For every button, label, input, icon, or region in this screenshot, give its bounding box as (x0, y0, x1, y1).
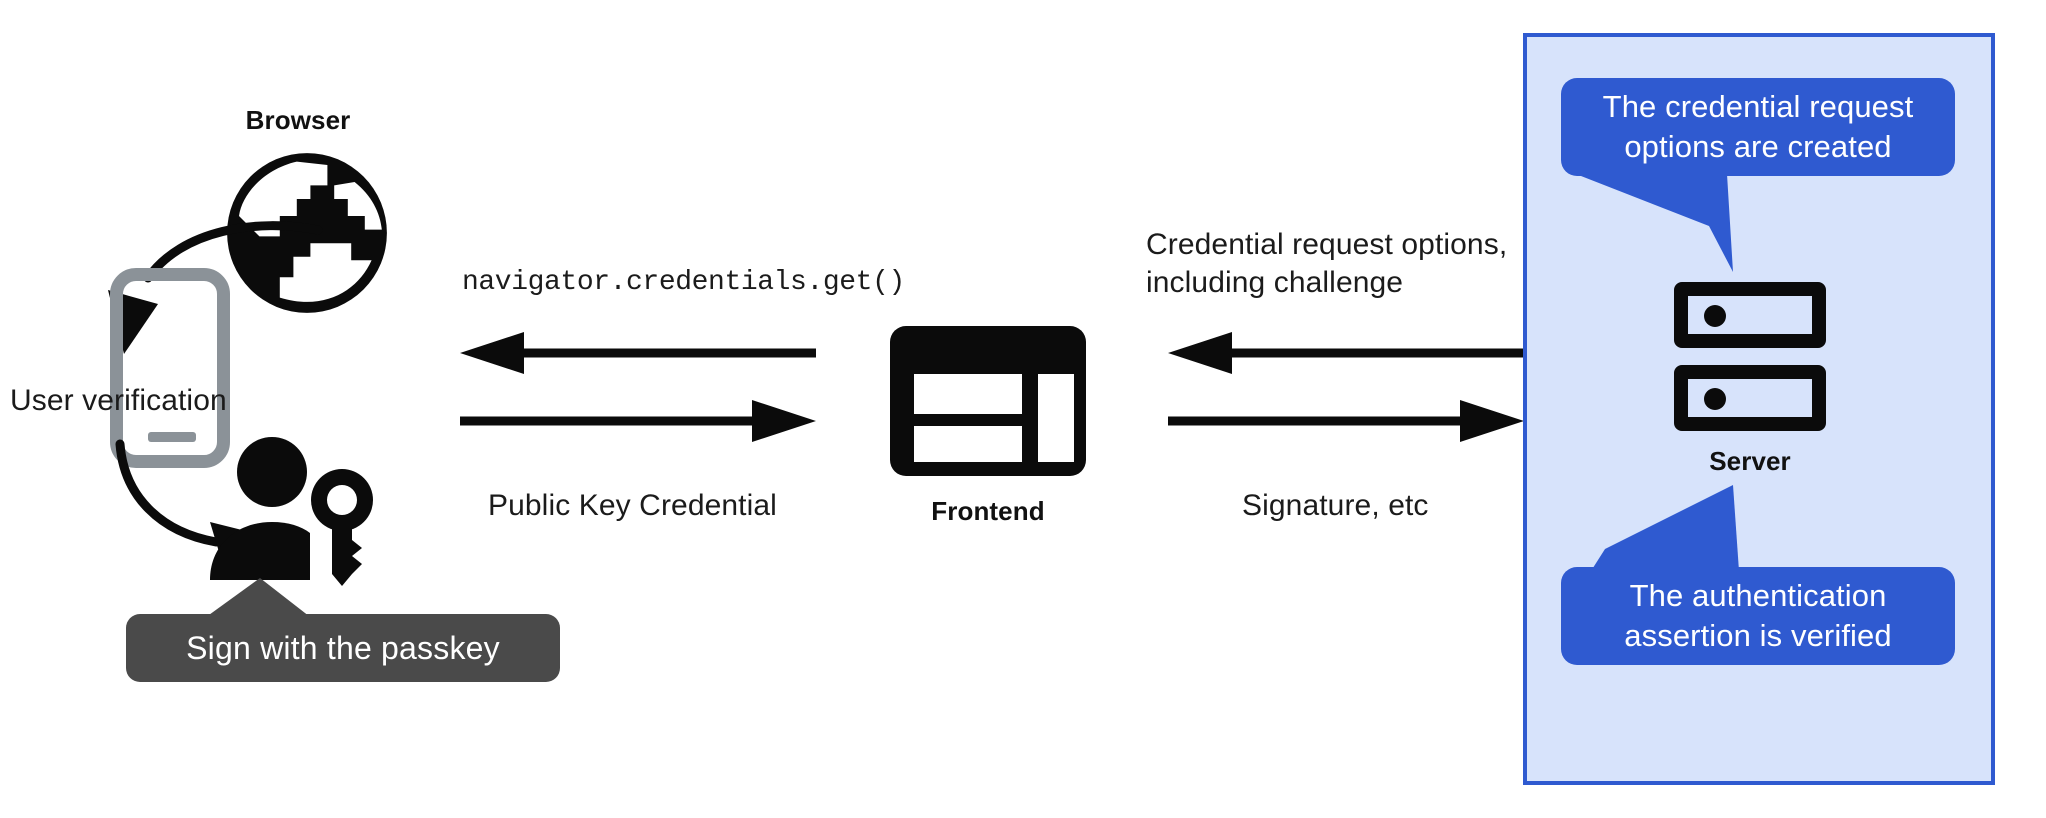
callout-tail-options-created (1561, 174, 1771, 274)
callout-sign-with-passkey-text: Sign with the passkey (186, 629, 500, 666)
callout-sign-with-passkey: Sign with the passkey (126, 614, 560, 682)
server-led-top (1704, 305, 1726, 327)
mobile-phone-icon (110, 268, 230, 468)
server-rack-icon-bottom (1674, 365, 1826, 431)
server-panel: The credential request options are creat… (1523, 33, 1995, 785)
server-rack-icon-top (1674, 282, 1826, 348)
signature-etc-label: Signature, etc (1242, 489, 1429, 522)
callout-assertion-verified: The authentication assertion is verified (1561, 567, 1955, 665)
arrow-frontend-to-browser (460, 330, 816, 376)
globe-icon (222, 148, 392, 318)
callout-options-created-text: The credential request options are creat… (1602, 88, 1914, 164)
server-label: Server (1709, 446, 1791, 476)
public-key-credential-label: Public Key Credential (488, 489, 777, 522)
callout-tail-assertion-verified (1585, 485, 1755, 573)
user-verification-label: User verification (10, 384, 227, 417)
arrow-browser-to-frontend (460, 398, 816, 444)
navigator-credentials-get-label: navigator.credentials.get() (462, 267, 905, 298)
frontend-label: Frontend (931, 496, 1045, 526)
phone-home-bar (148, 432, 196, 442)
frontend-window-icon (890, 326, 1086, 476)
callout-tail-passkey (196, 578, 356, 620)
server-led-bottom (1704, 388, 1726, 410)
browser-label: Browser (245, 105, 351, 135)
arrow-server-to-frontend (1168, 330, 1524, 376)
arrow-frontend-to-server (1168, 398, 1524, 444)
callout-options-created: The credential request options are creat… (1561, 78, 1955, 176)
person-with-key-icon (196, 428, 386, 598)
callout-assertion-verified-text: The authentication assertion is verified (1624, 577, 1892, 653)
credential-request-options-label: Credential request options, including ch… (1146, 228, 1508, 300)
